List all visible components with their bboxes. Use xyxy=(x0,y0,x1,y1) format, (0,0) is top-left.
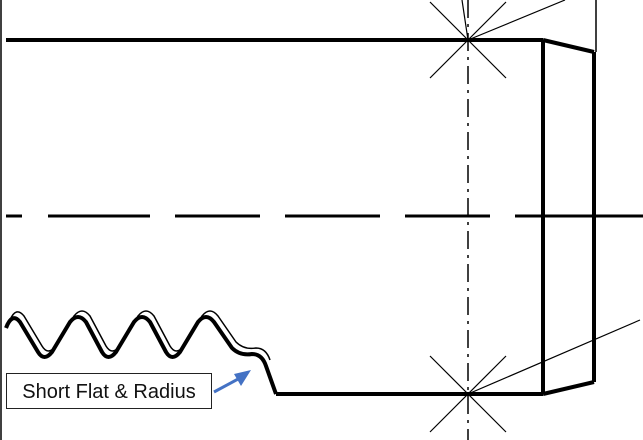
callout-label-box: Short Flat & Radius xyxy=(6,373,212,409)
callout-arrowhead xyxy=(234,370,251,386)
thread-profile xyxy=(4,315,278,395)
top-intersection-star xyxy=(429,0,566,79)
thread-profile-inner xyxy=(9,310,271,361)
bottom-chamfer xyxy=(542,380,595,396)
callout-label: Short Flat & Radius xyxy=(22,381,196,403)
top-chamfer xyxy=(542,38,595,54)
callout-arrow-line xyxy=(213,376,241,394)
bottom-intersection-star xyxy=(429,319,641,433)
